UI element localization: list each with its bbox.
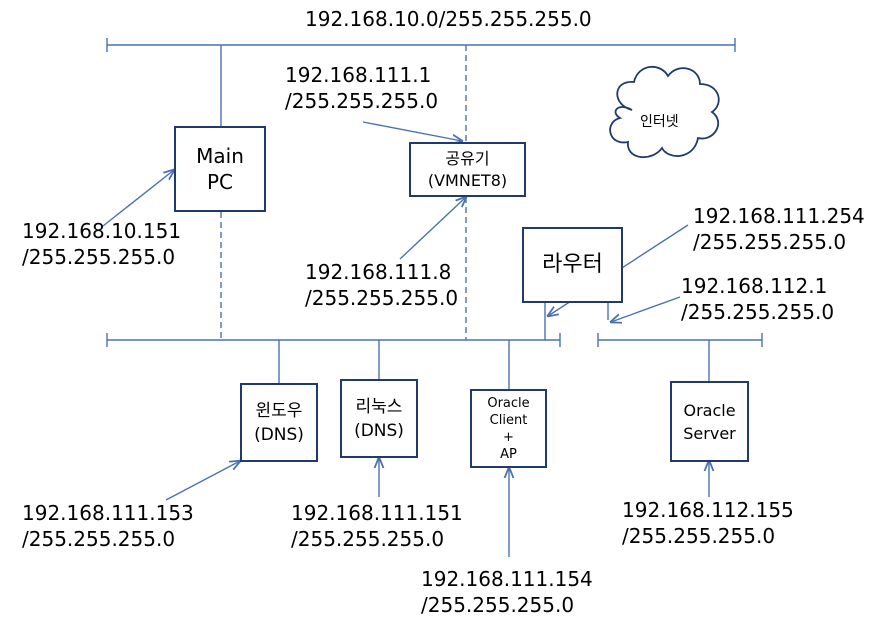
main-pc-line2: PC <box>206 170 234 194</box>
windows-node: 윈도우 (DNS) <box>240 383 318 462</box>
sharer-line2: (VMNET8) <box>427 170 508 190</box>
linux-node: 리눅스 (DNS) <box>340 379 418 458</box>
router-right-address: 192.168.112.1 /255.255.255.0 <box>681 274 835 324</box>
router-label: 라우터 <box>542 252 603 277</box>
sharer-vm-address: 192.168.111.8 /255.255.255.0 <box>305 260 459 310</box>
router-left-address: 192.168.111.254 /255.255.255.0 <box>693 204 865 254</box>
main-pc-node: Main PC <box>174 126 266 212</box>
sharer-line1: 공유기 <box>445 148 490 168</box>
oracle-client-line2: Client <box>489 412 528 428</box>
sharer-gateway-address: 192.168.111.1 /255.255.255.0 <box>285 63 439 113</box>
windows-line2: (DNS) <box>254 424 304 445</box>
oracle-server-line2: Server <box>683 423 736 443</box>
linux-line1: 리눅스 <box>355 396 403 417</box>
internet-cloud-icon <box>609 66 720 158</box>
windows-address: 192.168.111.153 /255.255.255.0 <box>22 501 194 551</box>
oracle-client-address: 192.168.111.154 /255.255.255.0 <box>421 567 593 617</box>
sharer-node: 공유기 (VMNET8) <box>409 142 526 197</box>
oracle-client-line1: Oracle <box>487 395 530 411</box>
windows-line1: 윈도우 <box>255 400 303 421</box>
oracle-server-line1: Oracle <box>683 400 736 420</box>
linux-address: 192.168.111.151 /255.255.255.0 <box>291 501 463 551</box>
oracle-client-line3: + <box>503 429 514 445</box>
internet-label: 인터넷 <box>640 114 679 130</box>
oracle-client-line4: AP <box>500 446 517 462</box>
oracle-server-node: Oracle Server <box>670 381 749 462</box>
router-node: 라우터 <box>522 227 623 303</box>
main-pc-line1: Main <box>196 144 244 168</box>
oracle-server-address: 192.168.112.155 /255.255.255.0 <box>622 498 794 548</box>
oracle-client-node: Oracle Client + AP <box>470 389 547 468</box>
main-pc-address: 192.168.10.151 /255.255.255.0 <box>22 219 182 269</box>
top-network-label: 192.168.10.0/255.255.255.0 <box>305 7 592 31</box>
linux-line2: (DNS) <box>354 420 404 441</box>
